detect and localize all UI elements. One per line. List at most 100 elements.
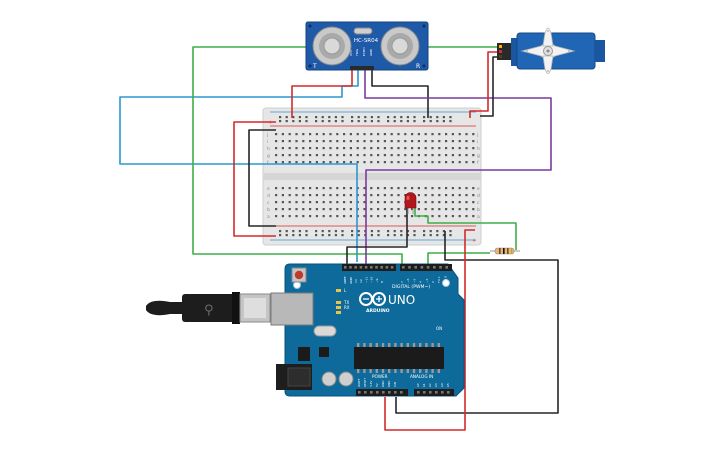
- breadboard-hole: [451, 194, 454, 197]
- breadboard-hole: [329, 215, 332, 218]
- breadboard-hole: [364, 116, 367, 119]
- breadboard-hole: [356, 133, 359, 136]
- wire-black-servo: [480, 56, 497, 117]
- breadboard-hole: [397, 208, 400, 211]
- digital-header-label: DIGITAL (PWM~): [392, 284, 430, 290]
- breadboard-hole: [404, 154, 407, 157]
- header-pin: [445, 266, 448, 269]
- breadboard-hole: [377, 187, 380, 190]
- reset-button[interactable]: [291, 267, 307, 283]
- breadboard-hole: [458, 187, 461, 190]
- digital-pin-label: 4: [419, 281, 423, 283]
- header-pin: [429, 391, 432, 394]
- breadboard-hole: [356, 161, 359, 164]
- breadboard-hole: [370, 187, 373, 190]
- breadboard-row-letter: c: [267, 201, 270, 206]
- analog-header: [414, 389, 454, 396]
- breadboard-hole: [275, 187, 278, 190]
- breadboard-hole: [413, 230, 416, 233]
- breadboard-hole: [275, 194, 278, 197]
- breadboard-hole: [436, 120, 439, 123]
- breadboard-hole: [275, 208, 278, 211]
- usb-icon: ⚲: [204, 303, 214, 318]
- breadboard-hole: [285, 230, 288, 233]
- breadboard-hole: [424, 201, 427, 204]
- breadboard-hole: [329, 194, 332, 197]
- header-pin: [354, 266, 357, 269]
- breadboard-hole: [336, 215, 339, 218]
- breadboard-hole: [411, 154, 414, 157]
- breadboard-hole: [343, 161, 346, 164]
- breadboard-hole: [351, 234, 354, 237]
- breadboard-hole: [349, 215, 352, 218]
- breadboard-hole: [413, 120, 416, 123]
- breadboard-hole: [302, 133, 305, 136]
- breadboard-hole: [295, 161, 298, 164]
- breadboard-hole: [383, 215, 386, 218]
- analog-pin-label: A3: [434, 383, 438, 387]
- breadboard-hole: [417, 208, 420, 211]
- ioref-label: IOREF: [357, 378, 361, 387]
- breadboard-hole: [322, 147, 325, 150]
- breadboard-hole: [458, 194, 461, 197]
- breadboard-hole: [356, 147, 359, 150]
- breadboard-hole: [341, 116, 344, 119]
- breadboard-hole: [436, 230, 439, 233]
- breadboard-hole: [298, 230, 301, 233]
- header-pin: [370, 391, 373, 394]
- breadboard-hole: [445, 133, 448, 136]
- breadboard-hole: [458, 215, 461, 218]
- sensor-t-label: T: [312, 63, 317, 70]
- breadboard-hole: [406, 116, 409, 119]
- breadboard-hole: [315, 116, 318, 119]
- breadboard-hole: [465, 140, 468, 143]
- sensor-r-label: R: [416, 63, 420, 70]
- breadboard-hole: [465, 161, 468, 164]
- breadboard-hole: [400, 234, 403, 237]
- breadboard-hole: [336, 194, 339, 197]
- breadboard-hole: [315, 154, 318, 157]
- breadboard-hole: [424, 208, 427, 211]
- breadboard-hole: [406, 234, 409, 237]
- header-pin: [364, 391, 367, 394]
- header-pin: [423, 391, 426, 394]
- breadboard-hole: [370, 140, 373, 143]
- breadboard-hole: [377, 161, 380, 164]
- breadboard-hole: [302, 161, 305, 164]
- breadboard-hole: [438, 161, 441, 164]
- arduino-model-label: UNO: [388, 293, 415, 307]
- breadboard-hole: [458, 201, 461, 204]
- breadboard-hole: [451, 215, 454, 218]
- breadboard-hole: [288, 215, 291, 218]
- breadboard-hole: [279, 120, 282, 123]
- receiver-eye: [380, 26, 420, 66]
- breadboard-hole: [424, 187, 427, 190]
- breadboard-hole: [431, 201, 434, 204]
- header-pin: [364, 266, 368, 269]
- breadboard-hole: [387, 116, 390, 119]
- breadboard-row-letter: c: [477, 201, 480, 206]
- breadboard-hole: [424, 154, 427, 157]
- breadboard-hole: [417, 133, 420, 136]
- breadboard-hole: [390, 154, 393, 157]
- header-pin: [408, 266, 411, 269]
- sensor-pin-vcc: VCC: [349, 50, 353, 56]
- arduino-logo: [359, 292, 386, 306]
- breadboard-hole: [417, 194, 420, 197]
- breadboard-hole: [472, 133, 475, 136]
- breadboard-hole: [438, 208, 441, 211]
- breadboard-hole: [438, 140, 441, 143]
- rail-plus-label: +: [268, 120, 272, 126]
- breadboard-hole: [305, 116, 308, 119]
- breadboard-hole: [281, 194, 284, 197]
- breadboard-hole: [298, 120, 301, 123]
- breadboard-hole: [281, 133, 284, 136]
- breadboard-hole: [424, 133, 427, 136]
- breadboard-hole: [429, 120, 432, 123]
- breadboard-hole: [363, 215, 366, 218]
- breadboard-hole: [275, 215, 278, 218]
- breadboard-hole: [329, 208, 332, 211]
- breadboard-hole: [349, 161, 352, 164]
